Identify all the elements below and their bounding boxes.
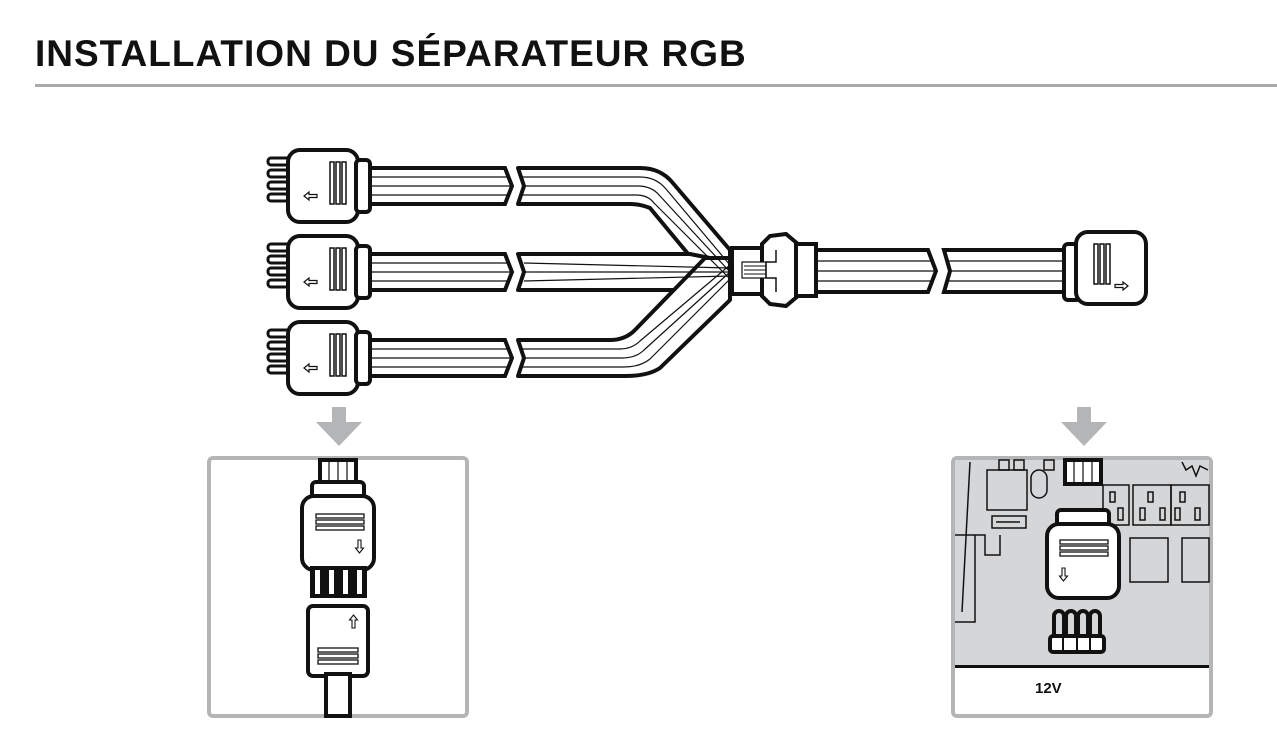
input-cable — [814, 248, 1068, 294]
splitter-hub — [730, 231, 818, 309]
title-divider — [35, 84, 1277, 87]
output-connector-3 — [266, 320, 372, 396]
down-arrow-left-icon — [316, 407, 362, 446]
output-connector-1 — [266, 148, 372, 224]
output-cables — [368, 166, 515, 378]
detail-panel-motherboard-header — [951, 456, 1213, 718]
output-connector-2 — [266, 234, 372, 310]
input-connector — [1062, 230, 1148, 306]
voltage-label: 12V — [1035, 680, 1062, 697]
page-title: INSTALLATION DU SÉPARATEUR RGB — [35, 33, 747, 74]
down-arrow-right-icon — [1061, 407, 1107, 446]
detail-panel-device-connection — [207, 456, 469, 718]
splitter-branches — [516, 166, 732, 378]
motherboard-components — [955, 459, 1210, 623]
